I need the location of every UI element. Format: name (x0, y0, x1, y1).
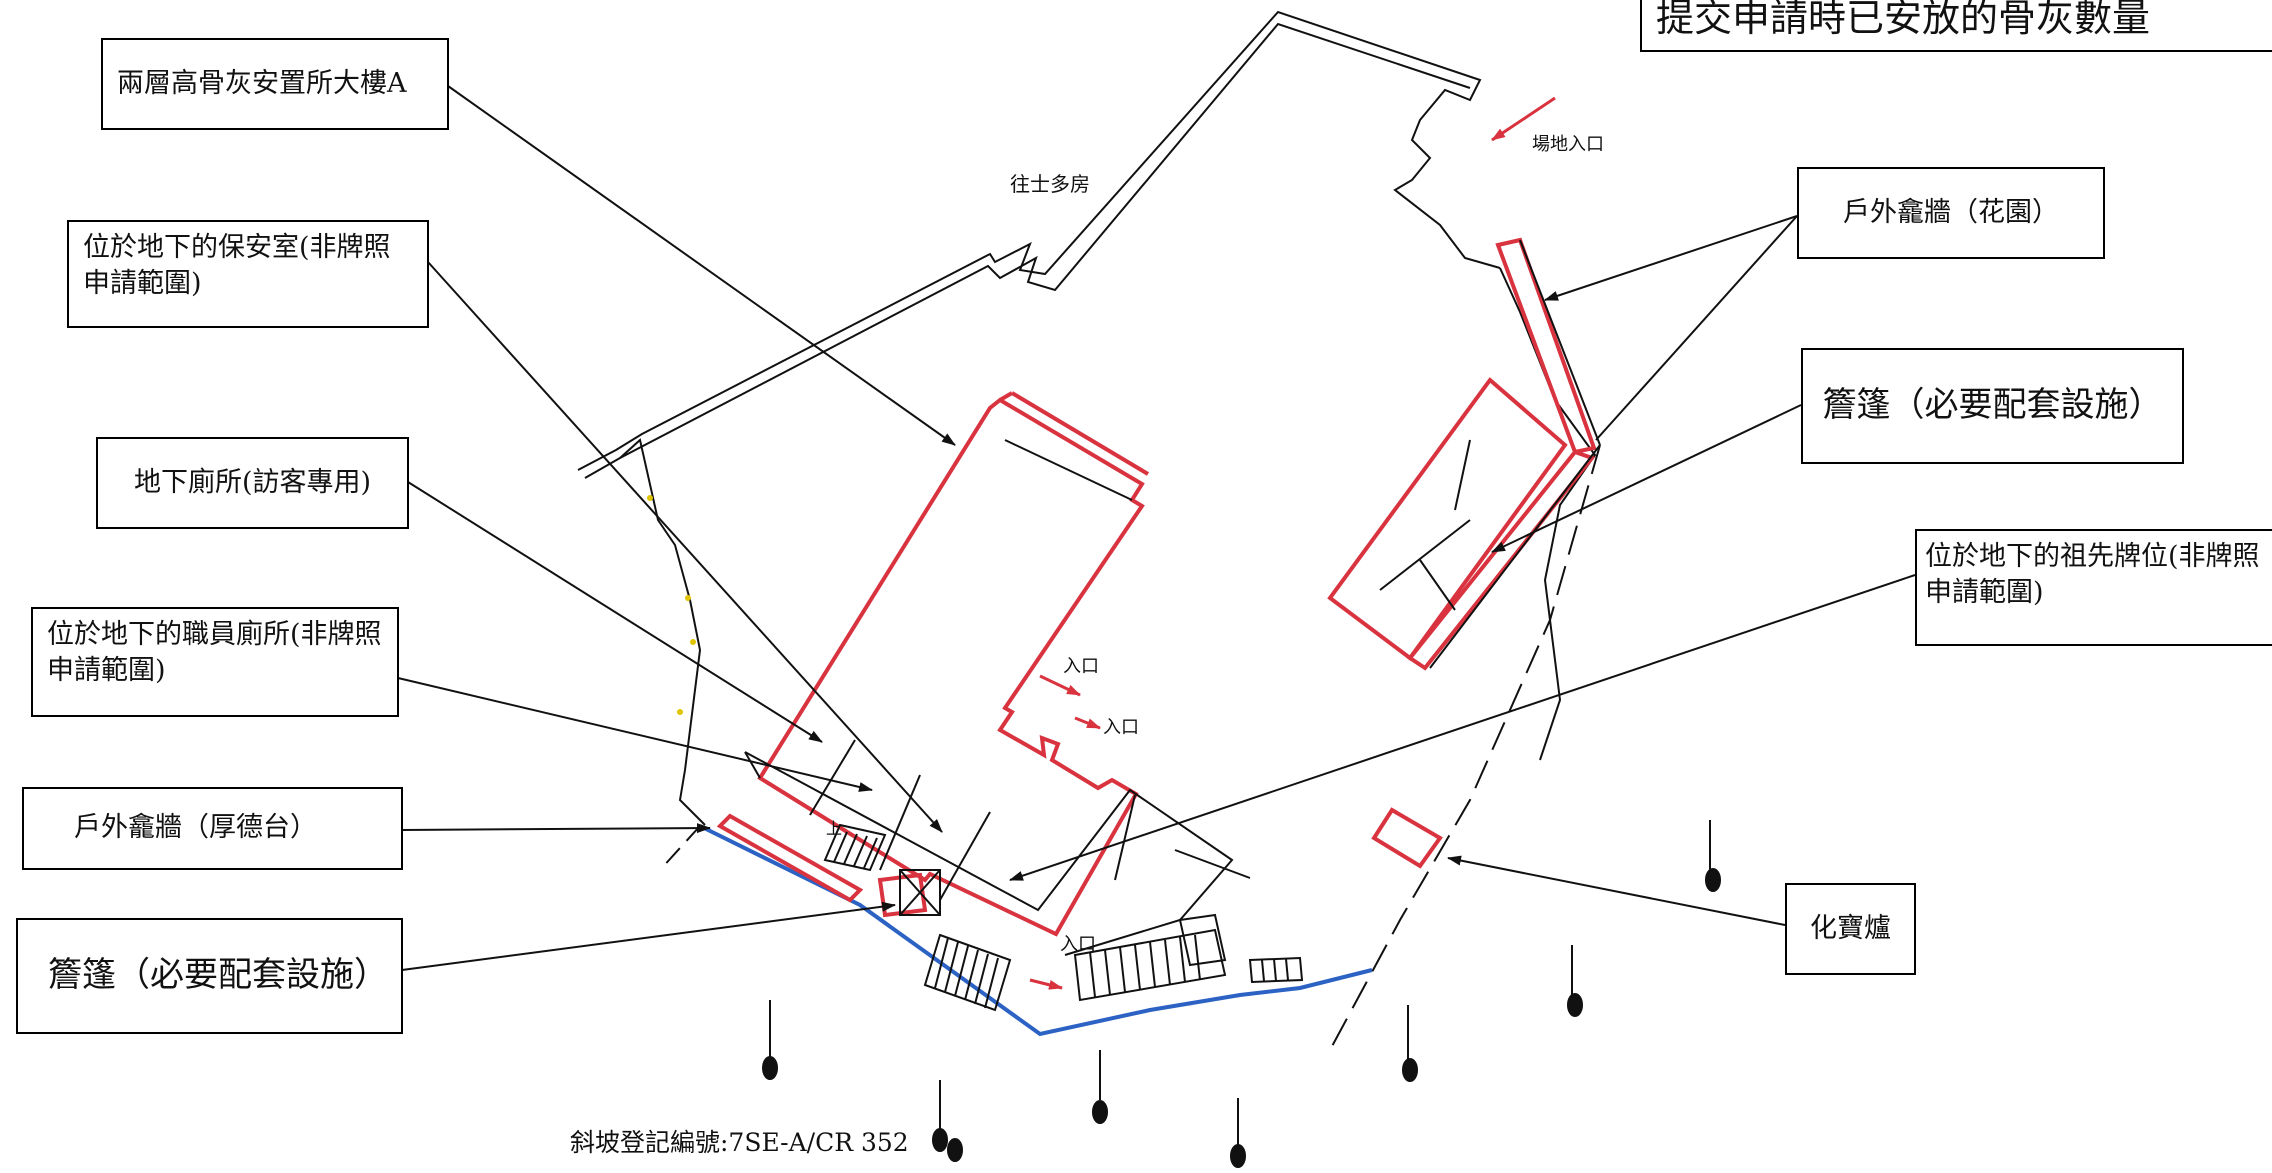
slope-dashed-line (1329, 444, 1601, 1051)
label-security-room: 位於地下的保安室(非牌照申請範圍) (67, 220, 429, 328)
legend-title-box: 提交申請時已安放的骨灰數量 (1640, 0, 2272, 52)
label-canopy-right: 簷篷（必要配套設施） (1801, 348, 2184, 464)
stair-hatching (823, 823, 1304, 1012)
building-a-internal (744, 439, 1251, 956)
text-slope-registration: 斜坡登記編號:7SE-A/CR 352 (570, 1128, 909, 1157)
label-ancestral-tablets: 位於地下的祖先牌位(非牌照申請範圍) (1915, 529, 2272, 646)
garden-niche-outline (1327, 237, 1597, 671)
text-entrance-3: 入口 (1060, 934, 1096, 955)
label-canopy-left: 簷篷（必要配套設施） (16, 918, 403, 1034)
outer-wall-blue (699, 824, 1373, 1037)
text-up-mark: 上 (826, 819, 843, 838)
text-to-village-house: 往士多房 (1010, 172, 1090, 196)
slope-symbols (762, 820, 1721, 1168)
site-entrance-arrow (1491, 96, 1556, 142)
label-incinerator: 化寶爐 (1785, 883, 1916, 975)
label-outdoor-niche-garden: 戶外龕牆（花園） (1797, 167, 2105, 259)
label-building-a: 兩層高骨灰安置所大樓A (101, 38, 449, 130)
label-visitor-toilet: 地下廁所(訪客專用) (96, 437, 409, 529)
legend-title: 提交申請時已安放的骨灰數量 (1656, 0, 2151, 41)
building-a-outline (757, 391, 1150, 937)
label-outdoor-niche-houdetai: 戶外龕牆（厚德台） (22, 787, 403, 870)
niche-houdetai-outline (716, 813, 928, 918)
leader-arrows (397, 85, 1916, 971)
incinerator-outline (1371, 807, 1443, 869)
boundary-markers (647, 495, 696, 715)
label-staff-toilet: 位於地下的職員廁所(非牌照申請範圍) (31, 607, 399, 717)
entrance-markers (1029, 674, 1101, 990)
garden-niche-internal (1379, 239, 1601, 669)
site-boundary (577, 10, 1597, 826)
text-entrance-1: 入口 (1063, 656, 1099, 677)
text-site-entrance: 場地入口 (1532, 134, 1604, 155)
slope-dashed-line-2 (659, 825, 701, 871)
text-entrance-2: 入口 (1103, 717, 1139, 738)
